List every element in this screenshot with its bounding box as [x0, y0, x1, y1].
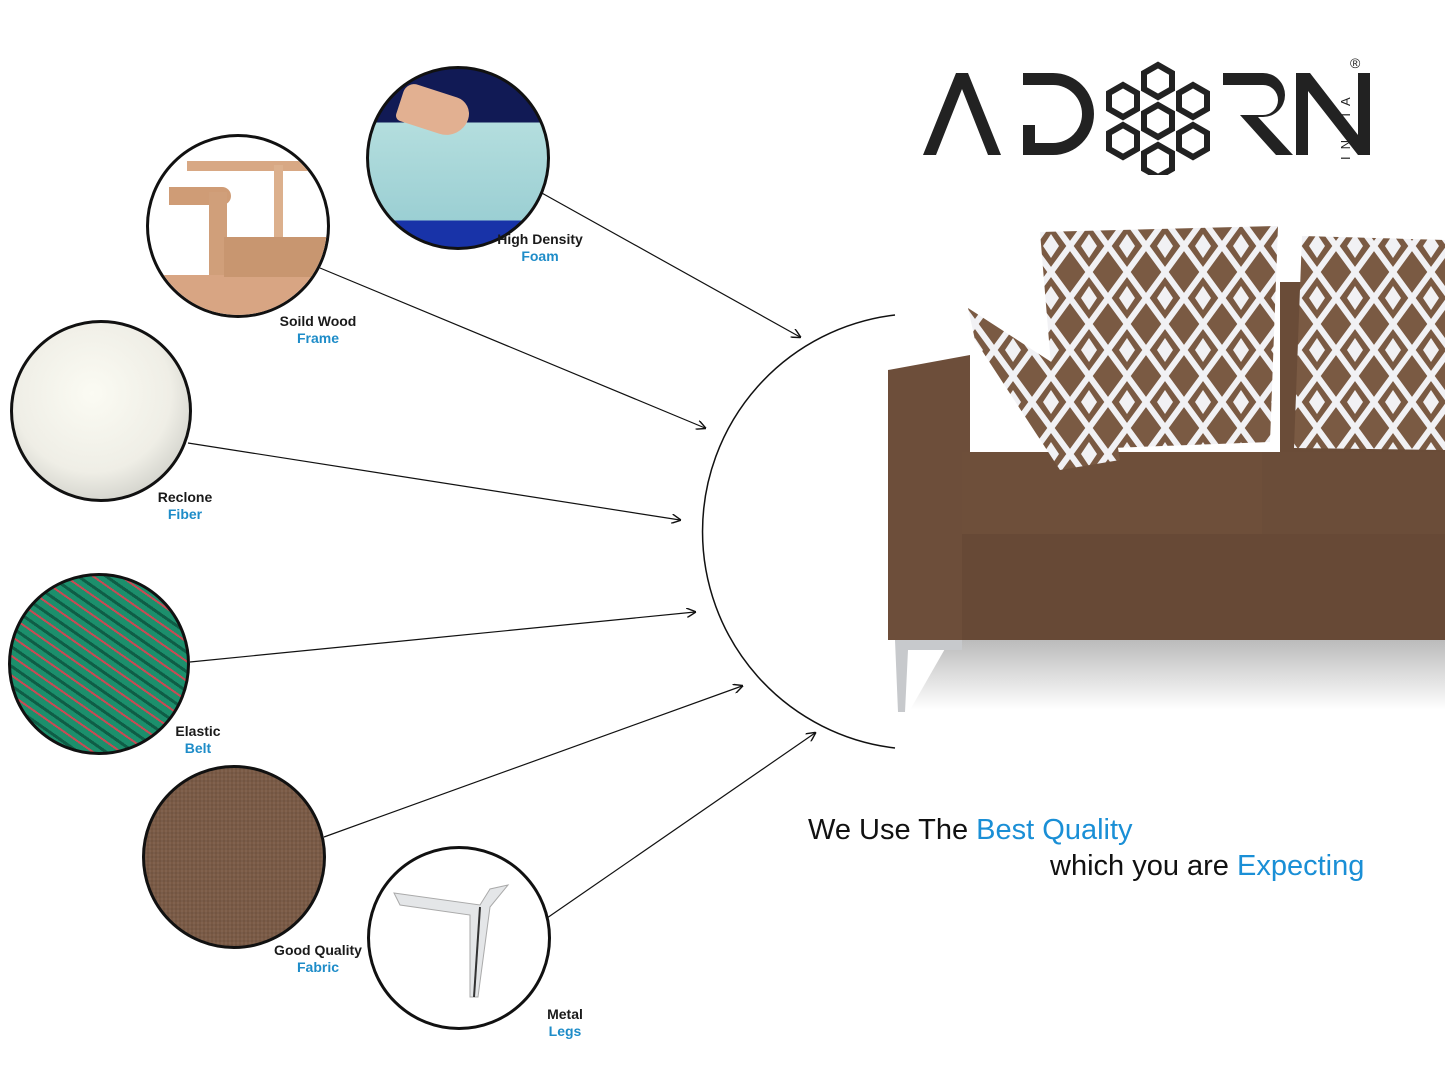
tagline-highlight: Expecting — [1237, 850, 1365, 882]
feature-title: Metal — [547, 1006, 583, 1022]
metal-leg-icon — [393, 884, 510, 998]
feature-title: High Density — [497, 231, 583, 247]
feature-label-foam: High Density Foam — [497, 231, 583, 265]
foam-icon — [394, 81, 474, 141]
feature-label-metal-legs: Metal Legs — [547, 1006, 583, 1040]
tagline-text: We Use The — [808, 814, 977, 846]
feature-circle-fiber — [10, 320, 192, 502]
registered-mark: ® — [1350, 55, 1361, 71]
feature-circle-foam — [366, 66, 550, 250]
brand-sub-text: INDIA — [1338, 90, 1353, 160]
tagline-highlight: Best Quality — [976, 814, 1133, 846]
brand-logo: INDIA ® — [918, 55, 1378, 175]
feature-title: Reclone — [157, 489, 213, 505]
feature-circle-wood-frame — [146, 134, 330, 318]
feature-circle-elastic-belt — [8, 573, 190, 755]
feature-label-wood-frame: Soild Wood Frame — [280, 313, 357, 347]
sofa-product-image — [880, 220, 1445, 720]
feature-subtitle: Fiber — [167, 506, 203, 522]
feature-subtitle: Fabric — [296, 959, 340, 975]
tagline-text: which you are — [1050, 850, 1237, 882]
feature-subtitle: Belt — [184, 740, 212, 756]
feature-title: Good Quality — [274, 942, 362, 958]
feature-subtitle: Foam — [521, 248, 559, 264]
adorn-logo-icon — [923, 61, 1370, 175]
feature-subtitle: Frame — [296, 330, 340, 346]
feature-circle-metal-legs — [367, 846, 551, 1030]
wood-frame-icon — [149, 137, 327, 315]
tagline-line-2: which you are Expecting — [1050, 849, 1364, 883]
sofa-icon — [888, 226, 1445, 712]
feature-label-elastic-belt: Elastic Belt — [175, 723, 220, 757]
feature-label-fabric: Good Quality Fabric — [274, 942, 362, 976]
feature-title: Soild Wood — [279, 313, 357, 329]
feature-circle-fabric — [142, 765, 326, 949]
feature-title: Elastic — [175, 723, 221, 739]
feature-subtitle: Legs — [548, 1023, 582, 1039]
tagline-line-1: We Use The Best Quality — [808, 813, 1133, 847]
feature-label-fiber: Reclone Fiber — [158, 489, 212, 523]
